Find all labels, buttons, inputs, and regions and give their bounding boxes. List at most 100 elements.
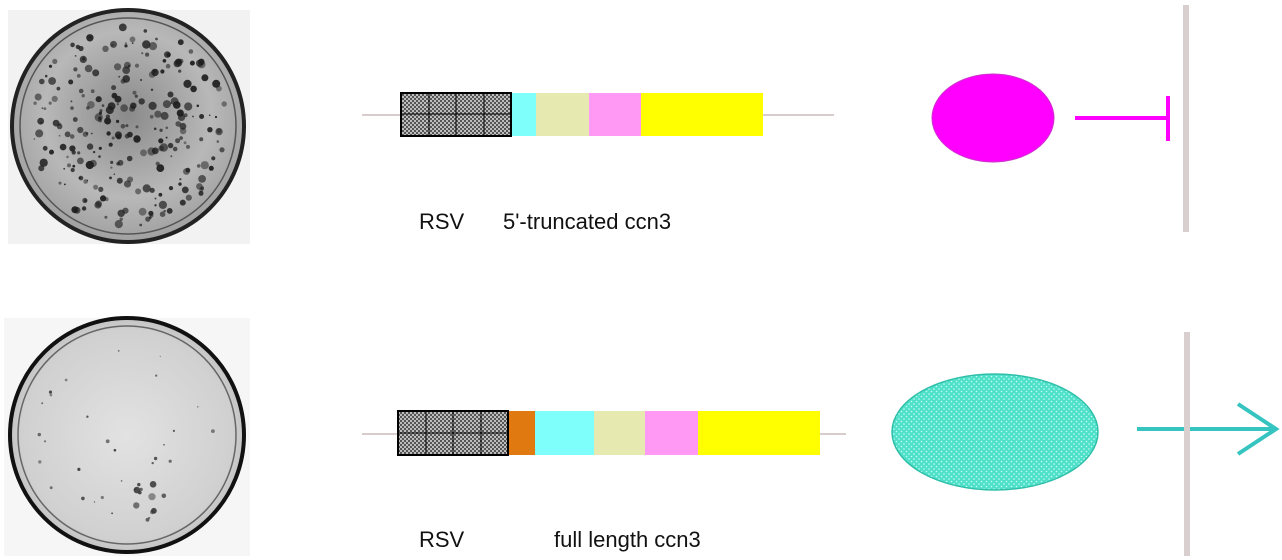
- colony-spot: [81, 94, 85, 98]
- colony-spot: [83, 179, 88, 184]
- colony-spot: [141, 52, 144, 55]
- colony-spot: [116, 119, 120, 123]
- colony-spot: [81, 496, 85, 501]
- construct-truncated: [362, 92, 834, 137]
- colony-spot: [110, 40, 117, 48]
- colony-spot: [140, 78, 143, 82]
- colony-spot: [43, 107, 47, 110]
- colony-spot: [37, 117, 45, 125]
- colony-spot: [148, 42, 158, 51]
- colony-spot: [41, 402, 44, 405]
- colony-spot: [49, 486, 53, 490]
- colony-spot: [85, 132, 89, 135]
- colony-spot: [129, 36, 136, 43]
- colony-spot: [101, 104, 105, 107]
- colony-spot: [196, 164, 201, 168]
- colony-spot: [41, 107, 44, 110]
- colony-spot: [211, 429, 215, 433]
- colony-spot: [34, 93, 42, 101]
- colony-spot: [160, 69, 165, 74]
- colony-spot: [40, 121, 43, 124]
- colony-spot: [49, 149, 54, 155]
- colony-spot: [137, 482, 141, 487]
- colony-spot: [159, 211, 166, 217]
- colony-spot: [176, 109, 184, 117]
- yellow-module-segment: [698, 411, 820, 455]
- colony-spot: [175, 121, 181, 127]
- colony-spot: [116, 103, 119, 106]
- colony-spot: [49, 393, 53, 397]
- orange-module-segment: [509, 411, 535, 455]
- colony-spot: [134, 63, 140, 68]
- colony-spot: [158, 138, 164, 144]
- colony-spot: [196, 104, 200, 108]
- colony-spot: [114, 220, 123, 229]
- secretion-arrow-icon: [1137, 402, 1280, 456]
- colony-spot: [196, 183, 203, 190]
- colony-spot: [149, 481, 157, 488]
- colony-spot: [110, 166, 113, 169]
- colony-spot: [56, 123, 63, 130]
- colony-spot: [167, 91, 174, 98]
- colony-spot: [78, 175, 84, 181]
- green-module-segment: [594, 411, 645, 455]
- colony-spot: [86, 106, 90, 110]
- colony-spot: [42, 145, 48, 151]
- colony-spot: [172, 146, 178, 152]
- colony-spot: [170, 97, 179, 106]
- colony-spot: [110, 160, 114, 164]
- colony-spot: [111, 44, 114, 47]
- colony-spot: [155, 161, 160, 166]
- colony-spot: [93, 184, 99, 190]
- colony-spot: [143, 29, 148, 33]
- colony-spot: [216, 128, 222, 134]
- colony-spot: [33, 101, 37, 105]
- colony-spot: [118, 75, 121, 78]
- colony-spot: [148, 101, 157, 110]
- promoter-label: RSV: [419, 209, 465, 234]
- colony-spot: [98, 186, 104, 192]
- colony-spot: [69, 134, 75, 139]
- colony-spot: [208, 114, 211, 117]
- gene-label: 5'-truncated ccn3: [503, 209, 672, 234]
- colony-spot: [73, 206, 81, 214]
- colony-spot: [162, 100, 171, 109]
- colony-spot: [90, 132, 93, 135]
- colony-spot: [98, 155, 101, 158]
- colony-spot: [86, 34, 94, 42]
- colony-spot: [155, 37, 158, 41]
- colony-spot: [92, 69, 100, 77]
- colony-spot: [111, 136, 115, 140]
- colony-spot: [163, 209, 166, 213]
- colony-spot: [48, 101, 52, 105]
- colony-spot: [148, 493, 156, 501]
- colony-spot: [120, 104, 128, 112]
- colony-spot: [119, 217, 123, 221]
- colony-spot: [165, 126, 169, 130]
- colony-spot: [145, 517, 150, 522]
- colony-spot: [64, 183, 66, 186]
- construct-full-length: [362, 410, 846, 456]
- colony-spot: [154, 204, 157, 207]
- colony-spot: [167, 142, 174, 149]
- colony-spot: [113, 448, 117, 452]
- colony-spot: [67, 163, 71, 168]
- colony-spot: [69, 145, 76, 152]
- colony-spot: [221, 101, 227, 107]
- colony-spot: [94, 201, 102, 209]
- colony-spot: [100, 195, 107, 202]
- colony-spot: [86, 143, 94, 150]
- pink-module-segment: [589, 93, 641, 136]
- colony-spot: [38, 460, 42, 464]
- colony-spot: [120, 124, 126, 129]
- colony-spot: [59, 143, 67, 151]
- colony-spot: [98, 146, 102, 150]
- colony-spot: [142, 184, 151, 193]
- colony-spot: [114, 63, 122, 71]
- colony-spot: [89, 159, 97, 167]
- colony-spot: [51, 95, 58, 102]
- colony-spot: [159, 355, 161, 358]
- colony-spot: [166, 208, 173, 214]
- colony-spot: [87, 101, 95, 109]
- colony-spot: [106, 131, 111, 136]
